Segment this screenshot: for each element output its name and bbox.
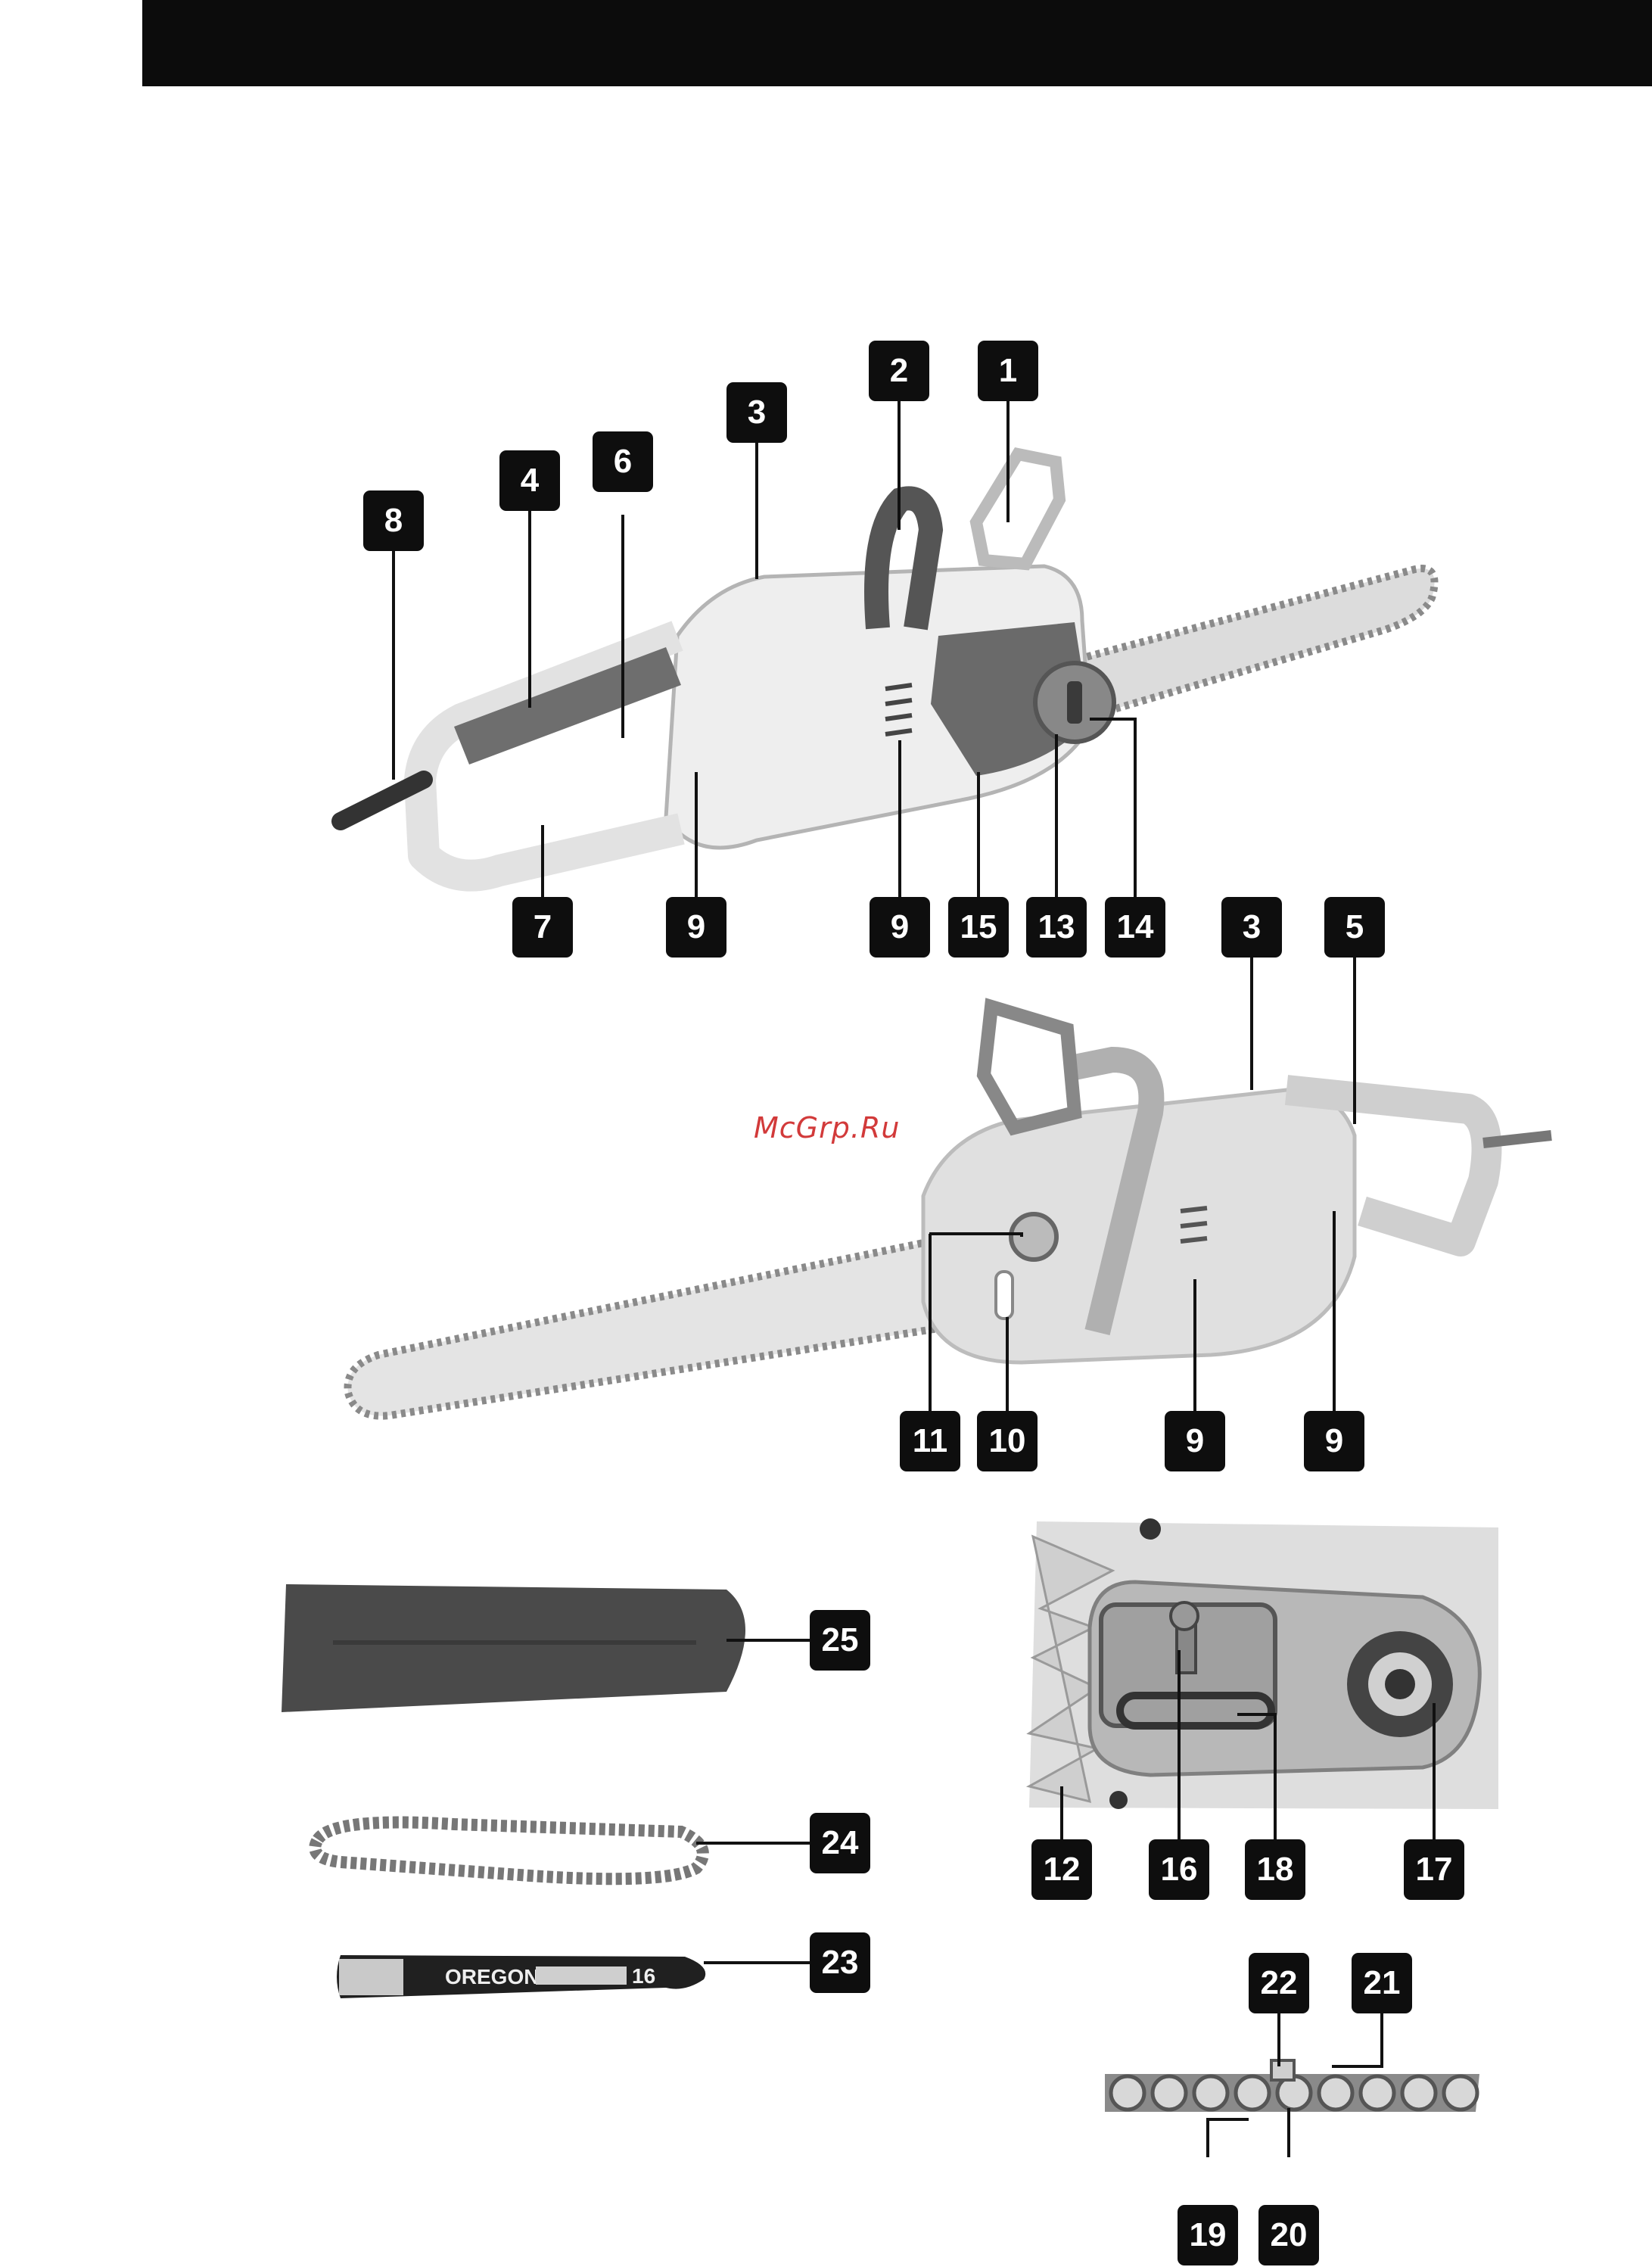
callout-9: 9 <box>666 897 726 958</box>
saw-chain <box>315 1823 703 1879</box>
saw-middle-view <box>348 1007 1552 1416</box>
callout-22: 22 <box>1249 1953 1309 2013</box>
callout-12: 12 <box>1031 1839 1092 1900</box>
callout-24: 24 <box>810 1813 870 1873</box>
chain-links-detail <box>1105 2060 1479 2112</box>
saw-top-view <box>341 454 1435 876</box>
callout-9: 9 <box>1304 1411 1364 1471</box>
callout-21: 21 <box>1352 1953 1412 2013</box>
callout-6: 6 <box>593 431 653 492</box>
bar-brand-text: OREGON <box>445 1965 539 1988</box>
hand-guard-middle <box>984 1007 1075 1128</box>
callout-3: 3 <box>726 382 787 443</box>
callout-11: 11 <box>900 1411 960 1471</box>
callout-1: 1 <box>978 341 1038 401</box>
scabbard <box>282 1584 745 1712</box>
callout-7: 7 <box>512 897 573 958</box>
callout-9: 9 <box>1165 1411 1225 1471</box>
guide-bar-part: OREGON 16 <box>337 1955 705 1998</box>
callout-3: 3 <box>1221 897 1282 958</box>
callout-10: 10 <box>977 1411 1038 1471</box>
oil-window-middle <box>996 1272 1013 1319</box>
guide-bar-middle <box>348 1241 939 1416</box>
callout-25: 25 <box>810 1610 870 1671</box>
watermark-text: McGrp.Ru <box>754 1111 966 1144</box>
callout-16: 16 <box>1149 1839 1209 1900</box>
callout-9: 9 <box>870 897 930 958</box>
callout-4: 4 <box>499 450 560 511</box>
callout-14: 14 <box>1105 897 1165 958</box>
callout-15: 15 <box>948 897 1009 958</box>
sprocket-detail <box>1029 1518 1498 1809</box>
callout-20: 20 <box>1258 2205 1319 2265</box>
callout-13: 13 <box>1026 897 1087 958</box>
callout-19: 19 <box>1178 2205 1238 2265</box>
callout-8: 8 <box>363 490 424 551</box>
callout-5: 5 <box>1324 897 1385 958</box>
callout-18: 18 <box>1245 1839 1305 1900</box>
bar-size-text: 16 <box>632 1964 655 1988</box>
callout-23: 23 <box>810 1932 870 1993</box>
oil-cap-middle <box>1011 1214 1056 1260</box>
hand-guard-top <box>976 454 1059 564</box>
callout-17: 17 <box>1404 1839 1464 1900</box>
callout-2: 2 <box>869 341 929 401</box>
